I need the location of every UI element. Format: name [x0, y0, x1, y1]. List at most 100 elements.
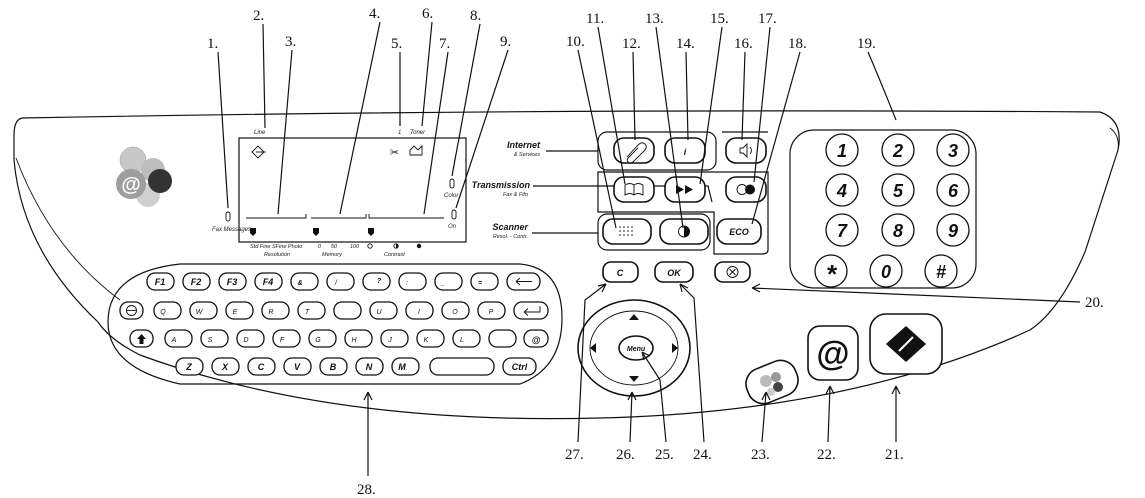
callout-17: 17.	[758, 11, 777, 27]
key-equals[interactable]	[470, 272, 499, 291]
callout-10: 10.	[566, 34, 585, 50]
key-2[interactable]	[881, 133, 915, 167]
key-d[interactable]	[236, 329, 265, 348]
key-3[interactable]	[936, 133, 970, 167]
key-f4[interactable]	[254, 272, 283, 291]
key-star[interactable]	[814, 254, 848, 288]
key-ampersand[interactable]	[290, 272, 319, 291]
callout-21: 21.	[885, 447, 904, 463]
key-8[interactable]	[881, 213, 915, 247]
ok-button[interactable]	[654, 261, 694, 283]
key-8-label: 8	[893, 221, 903, 241]
key-hash[interactable]	[924, 254, 958, 288]
key-i[interactable]	[405, 301, 434, 320]
on-led	[451, 209, 457, 220]
callout-22: 22.	[817, 447, 836, 463]
start-icon	[886, 326, 926, 362]
callout-4: 4.	[369, 6, 380, 22]
key-o[interactable]	[441, 301, 470, 320]
key-ctrl[interactable]	[502, 357, 537, 376]
scanner-button-frame	[597, 213, 711, 251]
key-h[interactable]	[344, 329, 373, 348]
transmission-sub-label: Fax & Fifo	[503, 192, 528, 198]
arrow-right-icon[interactable]	[672, 343, 678, 353]
callout-12: 12.	[622, 36, 641, 52]
attachment-button[interactable]	[613, 137, 655, 164]
contrast-marker	[368, 228, 374, 236]
key-t[interactable]	[297, 301, 326, 320]
key-z[interactable]	[175, 357, 204, 376]
toner-icon	[409, 144, 423, 156]
key-star-label: *	[826, 259, 838, 289]
contrast-mid-icon	[393, 243, 399, 249]
key-j[interactable]	[380, 329, 409, 348]
callout-9: 9.	[500, 34, 511, 50]
at-icon: @	[816, 335, 849, 373]
key-space[interactable]	[429, 357, 495, 376]
key-dot[interactable]	[488, 329, 517, 348]
key-7[interactable]	[825, 213, 859, 247]
key-0[interactable]	[869, 254, 903, 288]
internet-button-frame	[597, 131, 717, 171]
key-r[interactable]	[261, 301, 290, 320]
key-f3[interactable]	[218, 272, 247, 291]
key-4[interactable]	[825, 173, 859, 207]
info-icon: i	[684, 147, 687, 157]
key-e[interactable]	[225, 301, 254, 320]
svg-text:D: D	[243, 337, 248, 344]
callout-26: 26.	[616, 447, 635, 463]
fax-messages-label: Fax Messages	[212, 227, 251, 233]
key-s[interactable]	[200, 329, 229, 348]
arrow-down-icon[interactable]	[629, 376, 639, 382]
callout-14: 14.	[676, 36, 695, 52]
key-b[interactable]	[319, 357, 348, 376]
key-9[interactable]	[936, 213, 970, 247]
key-p[interactable]	[477, 301, 506, 320]
speaker-button[interactable]	[725, 137, 767, 164]
key-f1[interactable]	[146, 272, 175, 291]
menu-label: Menu	[627, 346, 646, 353]
key-5[interactable]	[881, 173, 915, 207]
callout-13: 13.	[645, 11, 664, 27]
key-slash[interactable]	[326, 272, 355, 291]
email-button[interactable]	[807, 325, 859, 381]
key-g[interactable]	[308, 329, 337, 348]
svg-text:G: G	[315, 337, 321, 344]
key-l[interactable]	[452, 329, 481, 348]
key-4-label: 4	[836, 181, 847, 201]
key-underscore[interactable]	[434, 272, 463, 291]
key-x[interactable]	[211, 357, 240, 376]
key-enter[interactable]	[513, 301, 549, 320]
key-v[interactable]	[283, 357, 312, 376]
key-colon[interactable]	[398, 272, 427, 291]
callout-3: 3.	[285, 34, 296, 50]
color-label: Color	[444, 193, 459, 199]
key-f[interactable]	[272, 329, 301, 348]
key-a[interactable]	[164, 329, 193, 348]
key-q[interactable]	[153, 301, 182, 320]
key-1[interactable]	[825, 133, 859, 167]
key-f2[interactable]	[182, 272, 211, 291]
key-w[interactable]	[189, 301, 218, 320]
key-5-label: 5	[893, 181, 904, 201]
arrow-left-icon[interactable]	[590, 343, 596, 353]
eco-button[interactable]	[716, 218, 762, 245]
transmission-label: Transmission	[472, 180, 531, 190]
key-question[interactable]	[362, 272, 391, 291]
key-m[interactable]	[391, 357, 420, 376]
key-u[interactable]	[369, 301, 398, 320]
key-6[interactable]	[936, 173, 970, 207]
line-icon	[251, 145, 266, 159]
arrow-up-icon[interactable]	[629, 314, 639, 320]
clear-label: C	[617, 268, 624, 278]
callout-20: 20.	[1085, 295, 1104, 311]
clear-button[interactable]	[602, 261, 639, 283]
menu-button[interactable]	[618, 335, 654, 361]
key-c[interactable]	[247, 357, 276, 376]
key-y[interactable]	[333, 301, 362, 320]
key-k[interactable]	[416, 329, 445, 348]
key-n[interactable]	[355, 357, 384, 376]
key-at[interactable]	[523, 329, 549, 348]
resolution-button[interactable]	[602, 218, 652, 245]
internet-services-button[interactable]	[741, 356, 803, 409]
